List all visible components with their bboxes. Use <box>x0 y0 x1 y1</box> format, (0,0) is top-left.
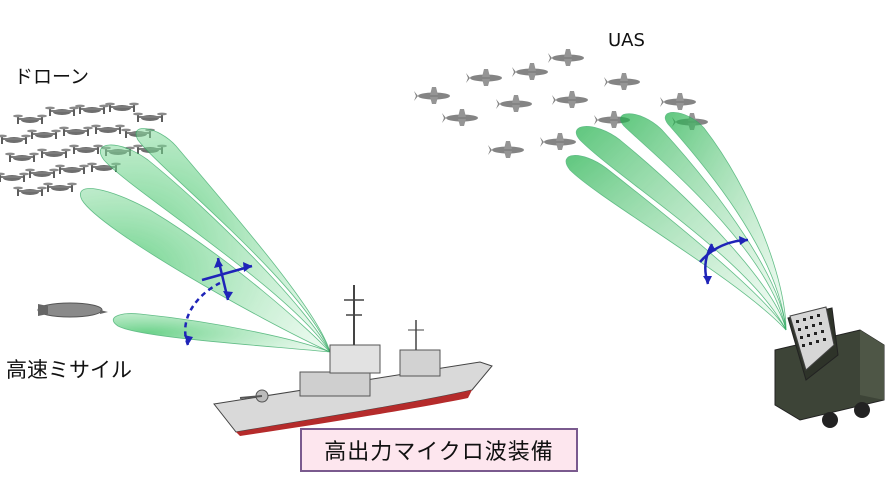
uas-label: UAS <box>608 30 645 51</box>
left-microwave-beams <box>80 128 331 353</box>
destroyer-ship <box>213 285 493 436</box>
military-truck <box>774 306 885 428</box>
drone-label: ドローン <box>14 66 90 88</box>
missile-icon <box>37 302 108 318</box>
left-rotation-arrows <box>183 257 253 346</box>
right-microwave-beams <box>565 112 787 331</box>
missile-label: 高速ミサイル <box>6 358 132 382</box>
equipment-caption: 高出力マイクロ波装備 <box>300 428 578 472</box>
right-rotation-arrows <box>699 236 749 285</box>
